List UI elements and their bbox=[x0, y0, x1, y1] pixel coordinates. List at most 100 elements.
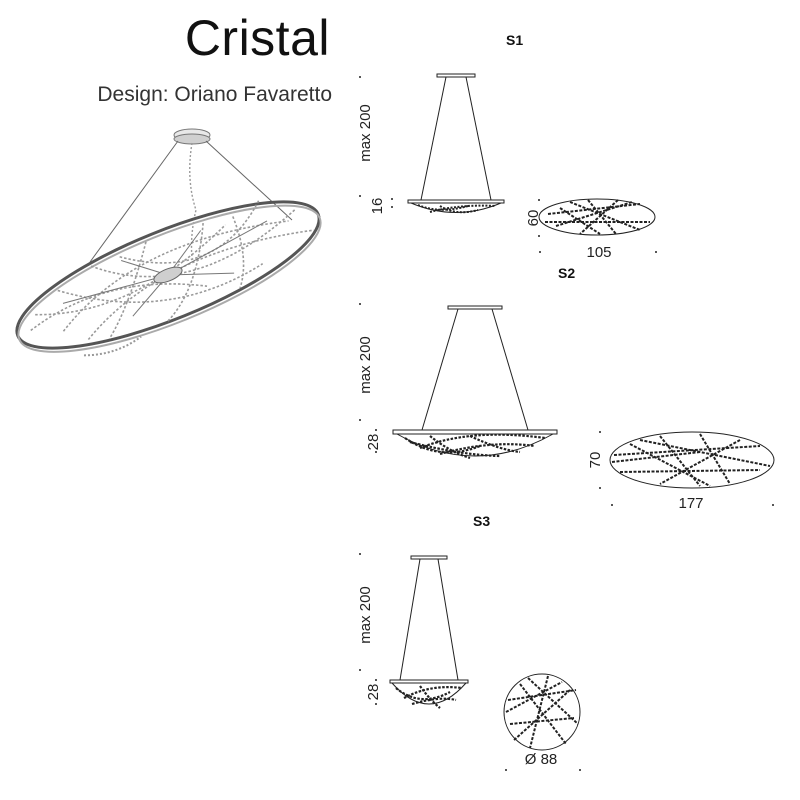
s1-dim-tick bbox=[391, 206, 393, 208]
s1-dim-tick bbox=[391, 198, 393, 200]
s1-dim-tick bbox=[359, 76, 361, 78]
s2-plan-tick bbox=[599, 487, 601, 489]
s2-frame bbox=[392, 429, 558, 435]
s2-plan-strand bbox=[659, 435, 701, 487]
spoke bbox=[167, 220, 268, 276]
crystal-strand bbox=[35, 224, 226, 316]
s3-plan-strand bbox=[509, 717, 575, 725]
s3-dim-tick bbox=[359, 553, 361, 555]
perspective-view bbox=[15, 128, 322, 357]
crystal-strand bbox=[30, 283, 208, 332]
s2-plan-tick bbox=[599, 431, 601, 433]
crystal-strand bbox=[119, 200, 260, 264]
s2-strand bbox=[429, 435, 471, 460]
s1-plan-rim bbox=[538, 198, 656, 236]
s2-plan-tick bbox=[611, 504, 613, 506]
s3-plan-strand bbox=[527, 677, 579, 725]
s3-cable bbox=[437, 558, 459, 681]
s2-plan-strand bbox=[613, 445, 761, 456]
s2-plan-view bbox=[599, 431, 775, 506]
spoke bbox=[62, 274, 169, 304]
s3-plan-view bbox=[503, 673, 581, 771]
crystal-strand bbox=[57, 263, 264, 303]
s1-side-view bbox=[359, 73, 505, 214]
s1-cable bbox=[465, 76, 492, 201]
crystal-strand bbox=[108, 241, 147, 339]
s3-dim-tick bbox=[375, 703, 377, 705]
s2-strand bbox=[419, 433, 546, 450]
s2-dim-tick bbox=[359, 419, 361, 421]
spoke bbox=[167, 230, 202, 276]
s1-bowl bbox=[410, 202, 502, 213]
model-label-s3: S3 bbox=[473, 513, 491, 529]
s1-strand bbox=[417, 204, 469, 211]
s2-cable bbox=[491, 308, 529, 431]
s2-plan-strand bbox=[639, 439, 771, 467]
s1-canopy bbox=[436, 73, 476, 78]
s1-plan-strand bbox=[579, 199, 619, 235]
s2-strand bbox=[409, 440, 501, 458]
product-title: Cristal bbox=[184, 10, 330, 66]
s2-plan-tick bbox=[772, 504, 774, 506]
s2-width-label: 177 bbox=[678, 495, 704, 512]
s3-plan-strand bbox=[529, 675, 549, 749]
s3-plan-rim bbox=[503, 673, 581, 751]
s1-plan-tick bbox=[655, 251, 657, 253]
s3-plan-tick bbox=[505, 769, 507, 771]
s1-frame bbox=[407, 199, 505, 204]
s1-plan-tick bbox=[538, 235, 540, 237]
s2-side-view bbox=[359, 303, 558, 460]
s1-plan-tick bbox=[538, 199, 540, 201]
suspension-cable bbox=[205, 140, 293, 221]
s1-plan-strand bbox=[547, 203, 641, 215]
crystal-strand bbox=[166, 223, 204, 323]
s2-strand bbox=[469, 435, 521, 454]
s2-dim-tick bbox=[375, 451, 377, 453]
s3-strand bbox=[395, 687, 451, 701]
s1-strand bbox=[429, 204, 497, 213]
crystal-strand bbox=[62, 220, 289, 332]
s1-strand bbox=[439, 205, 479, 214]
s1-width-label: 105 bbox=[586, 244, 612, 261]
s2-cable bbox=[421, 308, 459, 431]
s3-frame bbox=[389, 679, 469, 684]
s2-plan-rim bbox=[609, 431, 775, 489]
s3-plan-strand bbox=[507, 689, 577, 701]
central-hub bbox=[153, 266, 183, 284]
s2-plan-strand bbox=[699, 433, 731, 485]
s1-plan-strand bbox=[559, 207, 601, 235]
s3-side-view bbox=[359, 553, 469, 709]
s1-dim-tick bbox=[359, 195, 361, 197]
s1-plan-view bbox=[538, 198, 657, 253]
s3-strand bbox=[419, 685, 441, 709]
s2-dim-tick bbox=[375, 429, 377, 431]
model-label-s1: S1 bbox=[506, 32, 524, 48]
s3-cable bbox=[399, 558, 421, 681]
s1-plan-tick bbox=[539, 251, 541, 253]
s3-dim-tick bbox=[375, 679, 377, 681]
s2-plan-strand bbox=[619, 469, 761, 473]
s1-plan-strand bbox=[569, 201, 641, 231]
s3-strand bbox=[411, 697, 457, 706]
designer-credit: Design: Oriano Favaretto bbox=[97, 83, 332, 106]
s2-dim-tick bbox=[359, 303, 361, 305]
s2-canopy bbox=[447, 305, 503, 310]
s2-plan-strand bbox=[611, 451, 701, 463]
s3-strand bbox=[403, 686, 463, 699]
model-label-s2: S2 bbox=[558, 265, 576, 281]
s1-cable bbox=[420, 76, 447, 201]
s2-plan-strand bbox=[629, 443, 711, 487]
crystal-strand bbox=[90, 209, 296, 278]
suspension-cable bbox=[89, 140, 179, 263]
s3-plan-tick bbox=[579, 769, 581, 771]
hanging-crystals bbox=[83, 335, 142, 357]
s3-diameter-label: Ø 88 bbox=[524, 751, 558, 768]
outer-frame-ring-shadow bbox=[17, 204, 322, 353]
s2-plan-strand bbox=[659, 439, 741, 485]
s3-dim-tick bbox=[359, 669, 361, 671]
canopy-rim bbox=[173, 133, 211, 145]
s3-plan-strand bbox=[513, 689, 571, 741]
s1-plan-strand bbox=[587, 199, 617, 235]
